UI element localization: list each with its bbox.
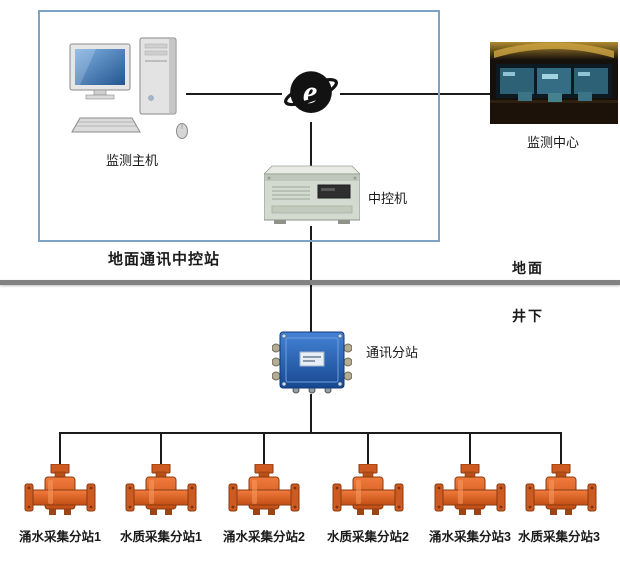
junction-box-icon — [271, 330, 353, 394]
desktop-computer-icon — [66, 34, 194, 148]
device-label: 涌水采集分站1 — [19, 530, 101, 544]
device-label: 涌水采集分站3 — [429, 530, 511, 544]
substation-label: 通讯分站 — [366, 345, 419, 360]
monitoring-center-photo — [490, 42, 618, 124]
ground-station-label: 地面通讯中控站 — [108, 251, 221, 268]
bus-drop-3 — [263, 432, 265, 466]
flow-sensor-icon — [228, 463, 300, 522]
underground-label: 井下 — [512, 308, 544, 324]
bus-drop-6 — [560, 432, 562, 466]
host-label: 监测主机 — [105, 153, 158, 168]
flow-sensor-icon — [332, 463, 404, 522]
center-label: 监测中心 — [526, 135, 579, 150]
device-label: 水质采集分站1 — [120, 530, 202, 544]
device-label: 涌水采集分站2 — [223, 530, 305, 544]
link-substation-to-bus — [310, 394, 312, 434]
flow-sensor-icon — [24, 463, 96, 522]
link-controller-to-substation — [310, 226, 312, 332]
surface-separator — [0, 280, 620, 285]
ground-station-box — [38, 10, 440, 242]
rack-server-icon — [263, 164, 361, 228]
device-bus-line — [60, 432, 562, 434]
link-internet-to-controller — [310, 120, 312, 166]
surface-label: 地面 — [512, 260, 544, 276]
controller-label: 中控机 — [368, 191, 408, 206]
flow-sensor-icon — [125, 463, 197, 522]
device-label: 水质采集分站2 — [327, 530, 409, 544]
bus-drop-2 — [160, 432, 162, 466]
internet-e-icon: e — [282, 64, 340, 122]
svg-text:e: e — [303, 75, 317, 111]
flow-sensor-icon — [434, 463, 506, 522]
device-label: 水质采集分站3 — [518, 530, 600, 544]
bus-drop-1 — [59, 432, 61, 466]
bus-drop-4 — [367, 432, 369, 466]
flow-sensor-icon — [525, 463, 597, 522]
bus-drop-5 — [469, 432, 471, 466]
